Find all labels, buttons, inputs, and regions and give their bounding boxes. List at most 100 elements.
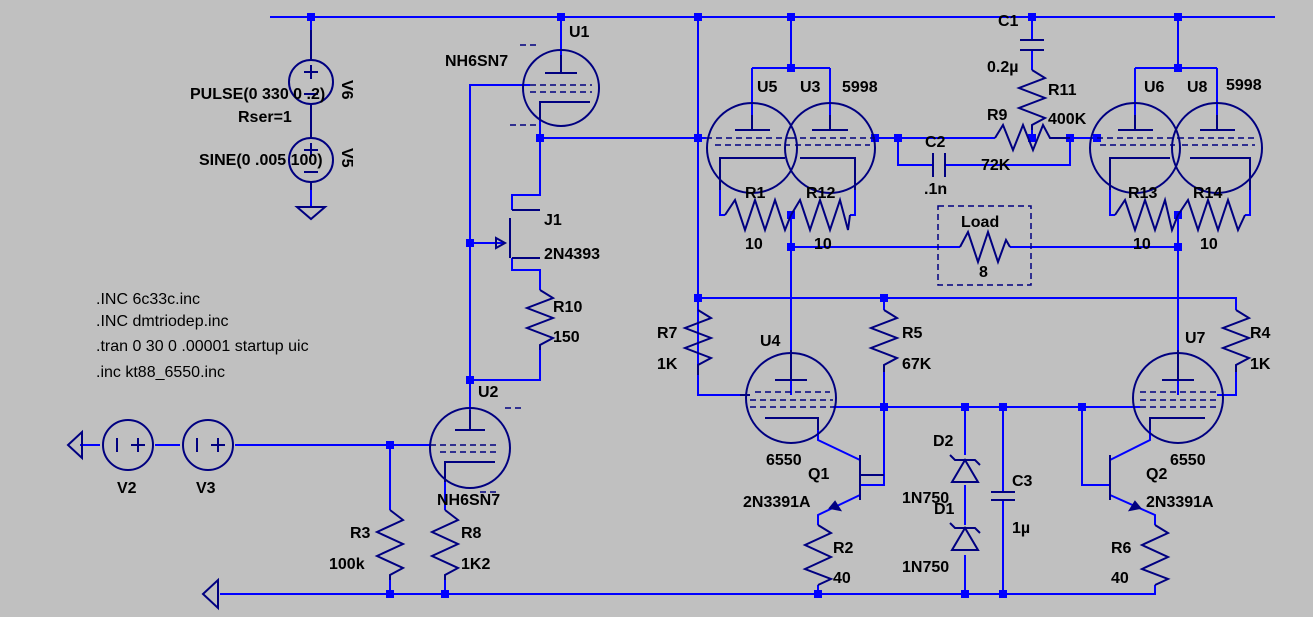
pentode-u7[interactable] (1132, 350, 1224, 444)
capacitor-c2[interactable] (932, 153, 946, 177)
ground-symbol (294, 206, 328, 221)
directive-line[interactable]: .tran 0 30 0 .00001 startup uic (96, 338, 309, 355)
label-u4: U4 (760, 333, 781, 350)
resistor-r4[interactable] (1220, 309, 1252, 372)
label-r4: R4 (1250, 325, 1271, 342)
label-d1-model: 1N750 (902, 559, 949, 576)
label-c3-value: 1µ (1012, 520, 1030, 537)
label-load: Load (961, 214, 999, 231)
label-d2-model: 1N750 (902, 490, 949, 507)
label-u2-model: NH6SN7 (437, 492, 500, 509)
bjt-q1[interactable] (828, 455, 884, 512)
label-r5: R5 (902, 325, 923, 342)
bjt-q2[interactable] (1109, 455, 1142, 512)
label-j1-model: 2N4393 (544, 246, 600, 263)
ground-arrow-input (66, 429, 83, 461)
capacitor-c1[interactable] (1020, 39, 1044, 51)
label-c1-value: 0.2µ (987, 59, 1018, 76)
zener-diode-d1[interactable] (949, 522, 981, 551)
spice-directives: .INC 6c33c.inc .INC dmtriodep.inc .tran … (96, 291, 309, 381)
voltage-source-v2[interactable] (102, 419, 154, 471)
directive-line[interactable]: .INC dmtriodep.inc (96, 313, 229, 330)
resistor-r2[interactable] (802, 524, 834, 586)
label-v6: V6 (338, 80, 355, 100)
label-u3: U3 (800, 79, 821, 96)
label-r1: R1 (745, 185, 766, 202)
label-r8-value: 1K2 (461, 556, 490, 573)
label-r12: R12 (806, 185, 835, 202)
voltage-source-v5[interactable] (288, 128, 334, 190)
label-r4-value: 1K (1250, 356, 1271, 373)
label-r14-value: 10 (1200, 236, 1218, 253)
label-v3: V3 (196, 480, 216, 497)
resistor-r10[interactable] (524, 289, 556, 350)
label-r11-value: 400K (1048, 111, 1087, 128)
label-u6: U6 (1144, 79, 1165, 96)
label-pulse-spec: PULSE(0 330 0 .2) (190, 86, 325, 103)
triode-u5[interactable] (706, 102, 798, 194)
resistor-r7[interactable] (682, 309, 714, 375)
label-q1: Q1 (808, 466, 829, 483)
label-c2-value: .1n (924, 181, 947, 198)
label-v5: V5 (338, 148, 355, 168)
triode-u2[interactable] (429, 407, 525, 493)
resistor-r1[interactable] (724, 196, 792, 234)
label-d2: D2 (933, 433, 954, 450)
triode-u6[interactable] (1089, 102, 1181, 194)
resistor-r12[interactable] (790, 196, 851, 234)
label-u7-model: 6550 (1170, 452, 1206, 469)
label-q1-model: 2N3391A (743, 494, 811, 511)
label-r8: R8 (461, 525, 482, 542)
ground-arrow-bus (201, 577, 219, 611)
voltage-source-v3[interactable] (182, 419, 234, 471)
label-r5-value: 67K (902, 356, 932, 373)
label-r6: R6 (1111, 540, 1132, 557)
label-r13-value: 10 (1133, 236, 1151, 253)
label-c1: C1 (998, 13, 1019, 30)
directive-line[interactable]: .inc kt88_6550.inc (96, 364, 225, 381)
directive-line[interactable]: .INC 6c33c.inc (96, 291, 200, 308)
resistor-r14[interactable] (1177, 196, 1246, 234)
pentode-u4[interactable] (740, 350, 837, 444)
label-sine-spec: SINE(0 .005 100) (199, 152, 323, 169)
triode-u1[interactable] (510, 44, 600, 127)
resistor-r13[interactable] (1114, 196, 1179, 234)
voltage-source-v6[interactable] (288, 30, 334, 128)
label-r3: R3 (350, 525, 371, 542)
label-r9: R9 (987, 107, 1008, 124)
label-r11: R11 (1048, 82, 1077, 99)
resistor-load[interactable] (937, 205, 1032, 286)
label-r3-value: 100k (329, 556, 365, 573)
resistor-r5[interactable] (868, 309, 900, 372)
capacitor-c3[interactable] (991, 491, 1015, 501)
label-r7: R7 (657, 325, 678, 342)
label-r2-value: 40 (833, 570, 851, 587)
wires (80, 16, 1275, 595)
label-u4-model: 6550 (766, 452, 802, 469)
label-c3: C3 (1012, 473, 1033, 490)
label-r1-value: 10 (745, 236, 763, 253)
label-d1: D1 (934, 501, 955, 518)
triode-u3[interactable] (784, 102, 876, 194)
jfet-j1[interactable] (495, 209, 540, 259)
resistor-r6[interactable] (1139, 524, 1171, 586)
label-r6-value: 40 (1111, 570, 1129, 587)
label-r13: R13 (1128, 185, 1157, 202)
label-r7-value: 1K (657, 356, 678, 373)
resistor-r3[interactable] (374, 509, 406, 580)
label-u1-model: NH6SN7 (445, 53, 508, 70)
resistor-r8[interactable] (429, 509, 461, 580)
resistor-r11[interactable] (1016, 69, 1048, 130)
label-r10: R10 (553, 299, 582, 316)
label-q2: Q2 (1146, 466, 1167, 483)
zener-diode-d2[interactable] (949, 454, 981, 483)
label-u68-model: 5998 (1226, 77, 1262, 94)
label-load-value: 8 (979, 264, 988, 281)
label-rser: Rser=1 (238, 109, 292, 126)
label-u8: U8 (1187, 79, 1208, 96)
label-r9-value: 72K (981, 157, 1011, 174)
triode-u8[interactable] (1171, 102, 1263, 194)
resistor-r9[interactable] (994, 122, 1070, 153)
label-u2: U2 (478, 384, 499, 401)
